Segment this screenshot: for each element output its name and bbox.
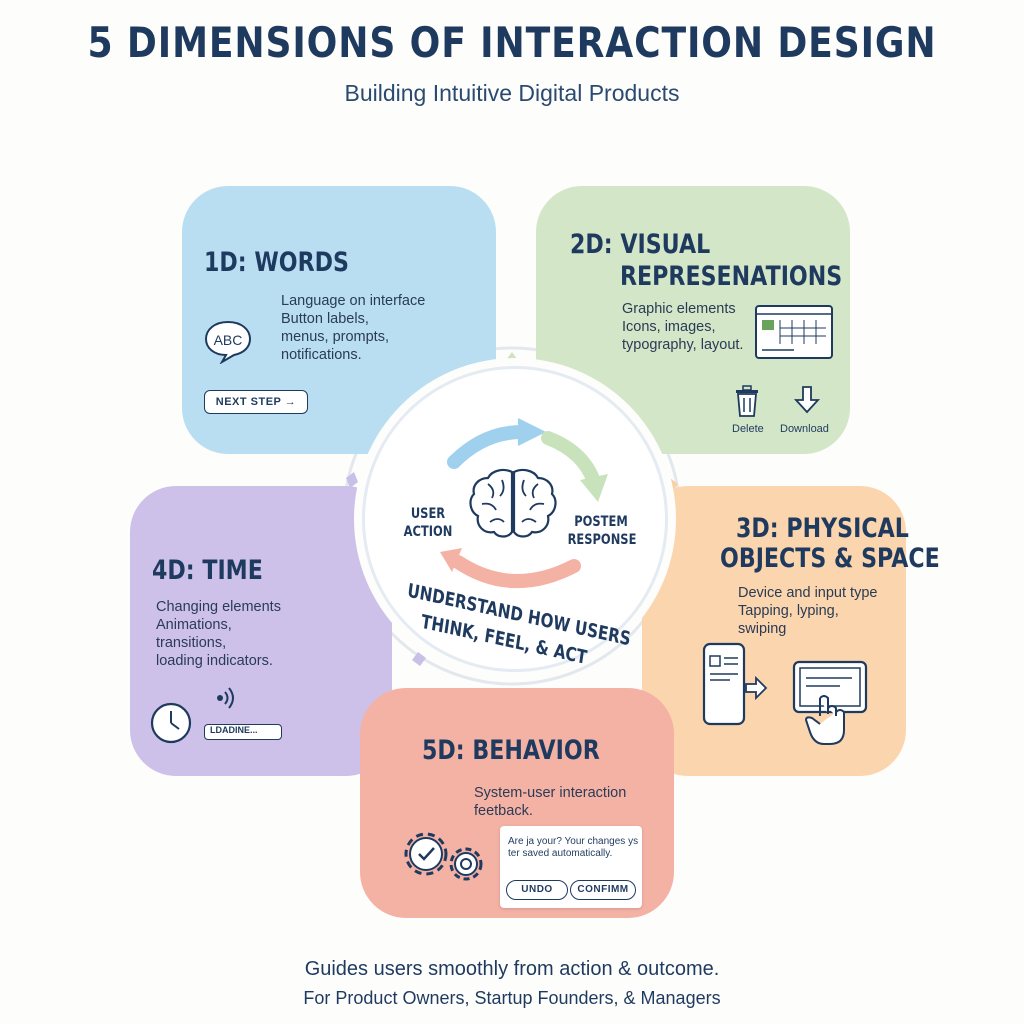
card-title-physical-1: 3D: PHYSICAL [736,513,909,544]
physical-line-3: swiping [738,621,787,637]
page-subtitle: Building Intuitive Digital Products [344,80,680,106]
hub-right-label-2: RESPONSE [567,532,637,548]
brain-icon [469,468,557,538]
behavior-line-1: System-user interaction [474,785,627,801]
layout-window-icon [755,305,833,359]
footer-tagline: Guides users smoothly from action & outc… [304,958,720,980]
dialog-message-1: Are ja your? Your changes ys [508,836,639,847]
loading-bar [204,724,282,740]
tablet-touch-icon [792,660,868,745]
speech-bubble-icon [204,320,252,364]
card-time: 4D: TIME Changing elements Animations, t… [130,486,392,776]
undo-button[interactable]: UNDO [506,880,568,900]
card-title-physical-2: OBJECTS & SPACE [720,543,940,574]
card-title-words: 1D: WORDS [204,247,349,278]
hub-left-label-2: ACTION [403,524,453,540]
smartphone-icon [702,642,768,726]
time-line-4: loading indicators. [156,653,273,669]
cycle-arrows [440,418,608,588]
trash-icon[interactable] [732,384,762,418]
next-step-button[interactable]: NEXT STEP → [204,390,308,414]
behavior-line-2: feetback. [474,803,533,819]
dialog-message-2: ter saved automatically. [508,848,613,859]
card-title-visual-1: 2D: VISUAL [570,229,711,260]
download-label: Download [780,423,829,435]
physical-line-1: Device and input type [738,585,878,601]
delete-label: Delete [732,423,764,435]
visual-line-1: Graphic elements [622,301,736,317]
card-title-visual-2: REPRESENATIONS [620,261,843,292]
bubble-text: ABC [213,332,243,348]
hub-left-label-1: USER [410,506,446,522]
card-title-time: 4D: TIME [152,555,263,586]
time-line-1: Changing elements [156,599,281,615]
sound-wave-icon [217,687,234,709]
loading-text: LDADINE... [210,725,258,735]
gears-icon [404,832,483,881]
time-line-2: Animations, [156,617,232,633]
visual-line-2: Icons, images, [622,319,716,335]
time-line-3: transitions, [156,635,227,651]
card-physical: 3D: PHYSICAL OBJECTS & SPACE Device and … [642,486,940,776]
page-title: 5 DIMENSIONS OF INTERACTION DESIGN [87,18,937,67]
words-line-3: menus, prompts, [281,329,389,345]
words-line-2: Button labels, [281,311,369,327]
confirm-button[interactable]: CONFIMM [570,880,636,900]
visual-line-3: typography, layout. [622,337,744,353]
words-line-4: notifications. [281,347,362,363]
footer-audience: For Product Owners, Startup Founders, & … [303,988,721,1008]
card-title-behavior: 5D: BEHAVIOR [422,735,600,766]
download-arrow-icon[interactable] [792,384,822,418]
hub-right-label-1: POSTEM [574,514,628,530]
card-behavior: 5D: BEHAVIOR System-user interaction fee… [360,688,674,918]
clock-icon [150,702,192,744]
words-line-1: Language on interface [281,293,426,309]
physical-line-2: Tapping, lyping, [738,603,839,619]
